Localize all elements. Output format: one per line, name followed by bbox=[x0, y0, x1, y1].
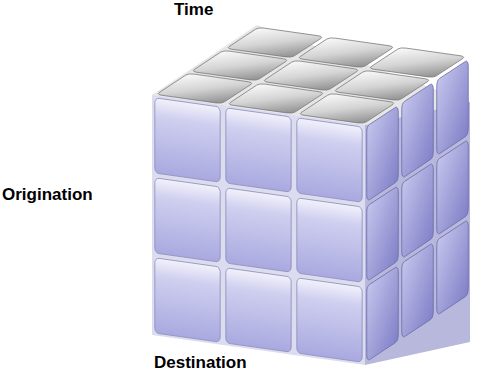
cube-right-cells bbox=[367, 60, 469, 362]
axis-label: Destination bbox=[154, 354, 247, 373]
axis-label: Origination bbox=[2, 186, 93, 205]
cube-front-face bbox=[152, 95, 365, 365]
axis-label: Time bbox=[174, 1, 213, 20]
cube-front-cells bbox=[155, 98, 362, 362]
